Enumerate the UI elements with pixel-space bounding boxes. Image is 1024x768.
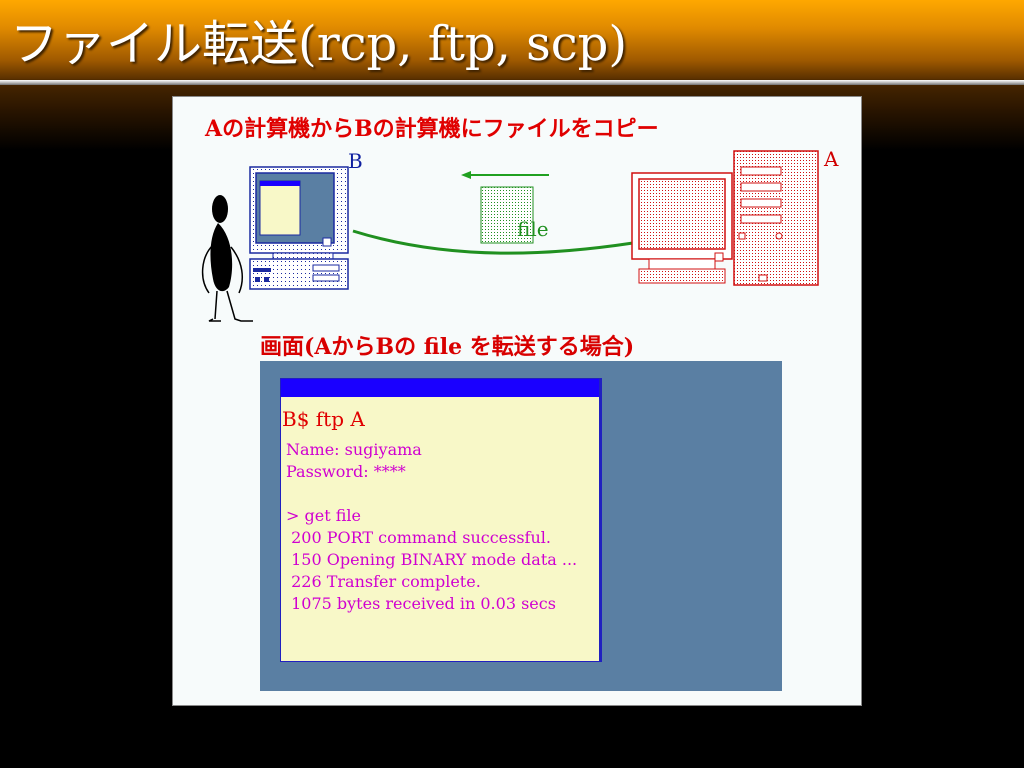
file-transfer-illustration — [201, 150, 819, 322]
computer-a-icon — [631, 150, 819, 286]
screen-area: B$ ftp A Name: sugiyama Password: **** >… — [260, 361, 782, 691]
person-icon — [201, 195, 253, 322]
terminal-line: 150 Opening BINARY mode data ... — [286, 550, 578, 569]
terminal-line — [286, 483, 577, 505]
terminal-output: Name: sugiyama Password: **** > get file… — [286, 439, 577, 615]
slide-title: ファイル転送(rcp, ftp, scp) — [10, 16, 628, 72]
terminal-prompt: B$ ftp A — [282, 407, 365, 431]
screen-caption: 画面(AからBの file を転送する場合) — [260, 334, 635, 360]
terminal-line: > get file — [286, 506, 361, 525]
network-cable — [352, 229, 634, 255]
file-label: file — [517, 217, 549, 241]
transfer-arrow-icon — [461, 171, 549, 179]
header-rule — [0, 80, 1024, 85]
computer-a-label: A — [824, 147, 839, 171]
computer-b-icon — [249, 166, 349, 290]
computer-b-label: B — [348, 149, 363, 173]
file-icon — [480, 186, 534, 244]
terminal-line: 226 Transfer complete. — [286, 572, 481, 591]
figure-caption: Aの計算機からBの計算機にファイルをコピー — [205, 116, 659, 142]
terminal-line: 1075 bytes received in 0.03 secs — [286, 594, 556, 613]
terminal-window: B$ ftp A Name: sugiyama Password: **** >… — [280, 378, 602, 662]
terminal-line: Password: **** — [286, 462, 406, 481]
terminal-line: 200 PORT command successful. — [286, 528, 551, 547]
terminal-titlebar — [281, 379, 599, 397]
terminal-line: Name: sugiyama — [286, 440, 422, 459]
figure-panel: Aの計算機からBの計算機にファイルをコピー — [172, 96, 862, 706]
